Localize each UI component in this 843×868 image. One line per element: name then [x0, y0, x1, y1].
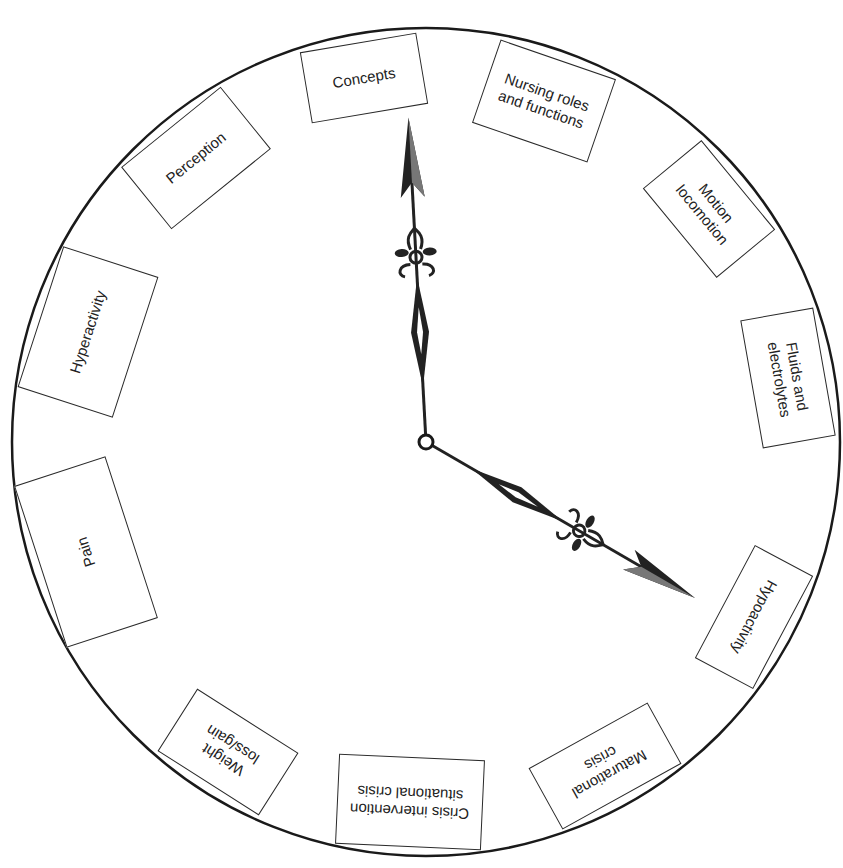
topic-label: Concepts	[332, 64, 397, 92]
hour-hand	[423, 428, 706, 615]
topic-label: Pain	[73, 535, 99, 569]
topic-label: Nursing roles and functions	[488, 67, 598, 135]
topic-box: Concepts	[300, 33, 428, 124]
clock-pivot	[419, 435, 433, 449]
topic-box: Crisis intervention situational crisis	[335, 753, 485, 850]
topic-label: Hypoactivity	[728, 577, 782, 657]
topic-box: Maturational crisis	[529, 702, 682, 829]
topic-box: Pain	[15, 457, 159, 648]
topic-box: Hypoactivity	[695, 545, 813, 689]
topic-label: Perception	[163, 129, 230, 188]
minute-hand	[387, 116, 446, 435]
topic-box: Perception	[121, 87, 271, 230]
topic-box: Motion locomotion	[643, 140, 775, 278]
topic-label: Hyperactivity	[67, 289, 111, 376]
topic-box: Weight loss/gain	[158, 689, 299, 816]
topic-box: Nursing roles and functions	[472, 39, 616, 162]
clock-rim	[12, 28, 840, 856]
topic-label: Crisis intervention situational crisis	[345, 781, 475, 823]
topic-box: Fluids and electrolytes	[741, 308, 836, 449]
topic-label: Maturational crisis	[545, 721, 666, 810]
topic-label: Motion locomotion	[664, 159, 754, 258]
topic-box: Hyperactivity	[18, 246, 159, 418]
topic-label: Fluids and electrolytes	[761, 320, 816, 437]
topic-label: Weight loss/gain	[176, 710, 281, 795]
